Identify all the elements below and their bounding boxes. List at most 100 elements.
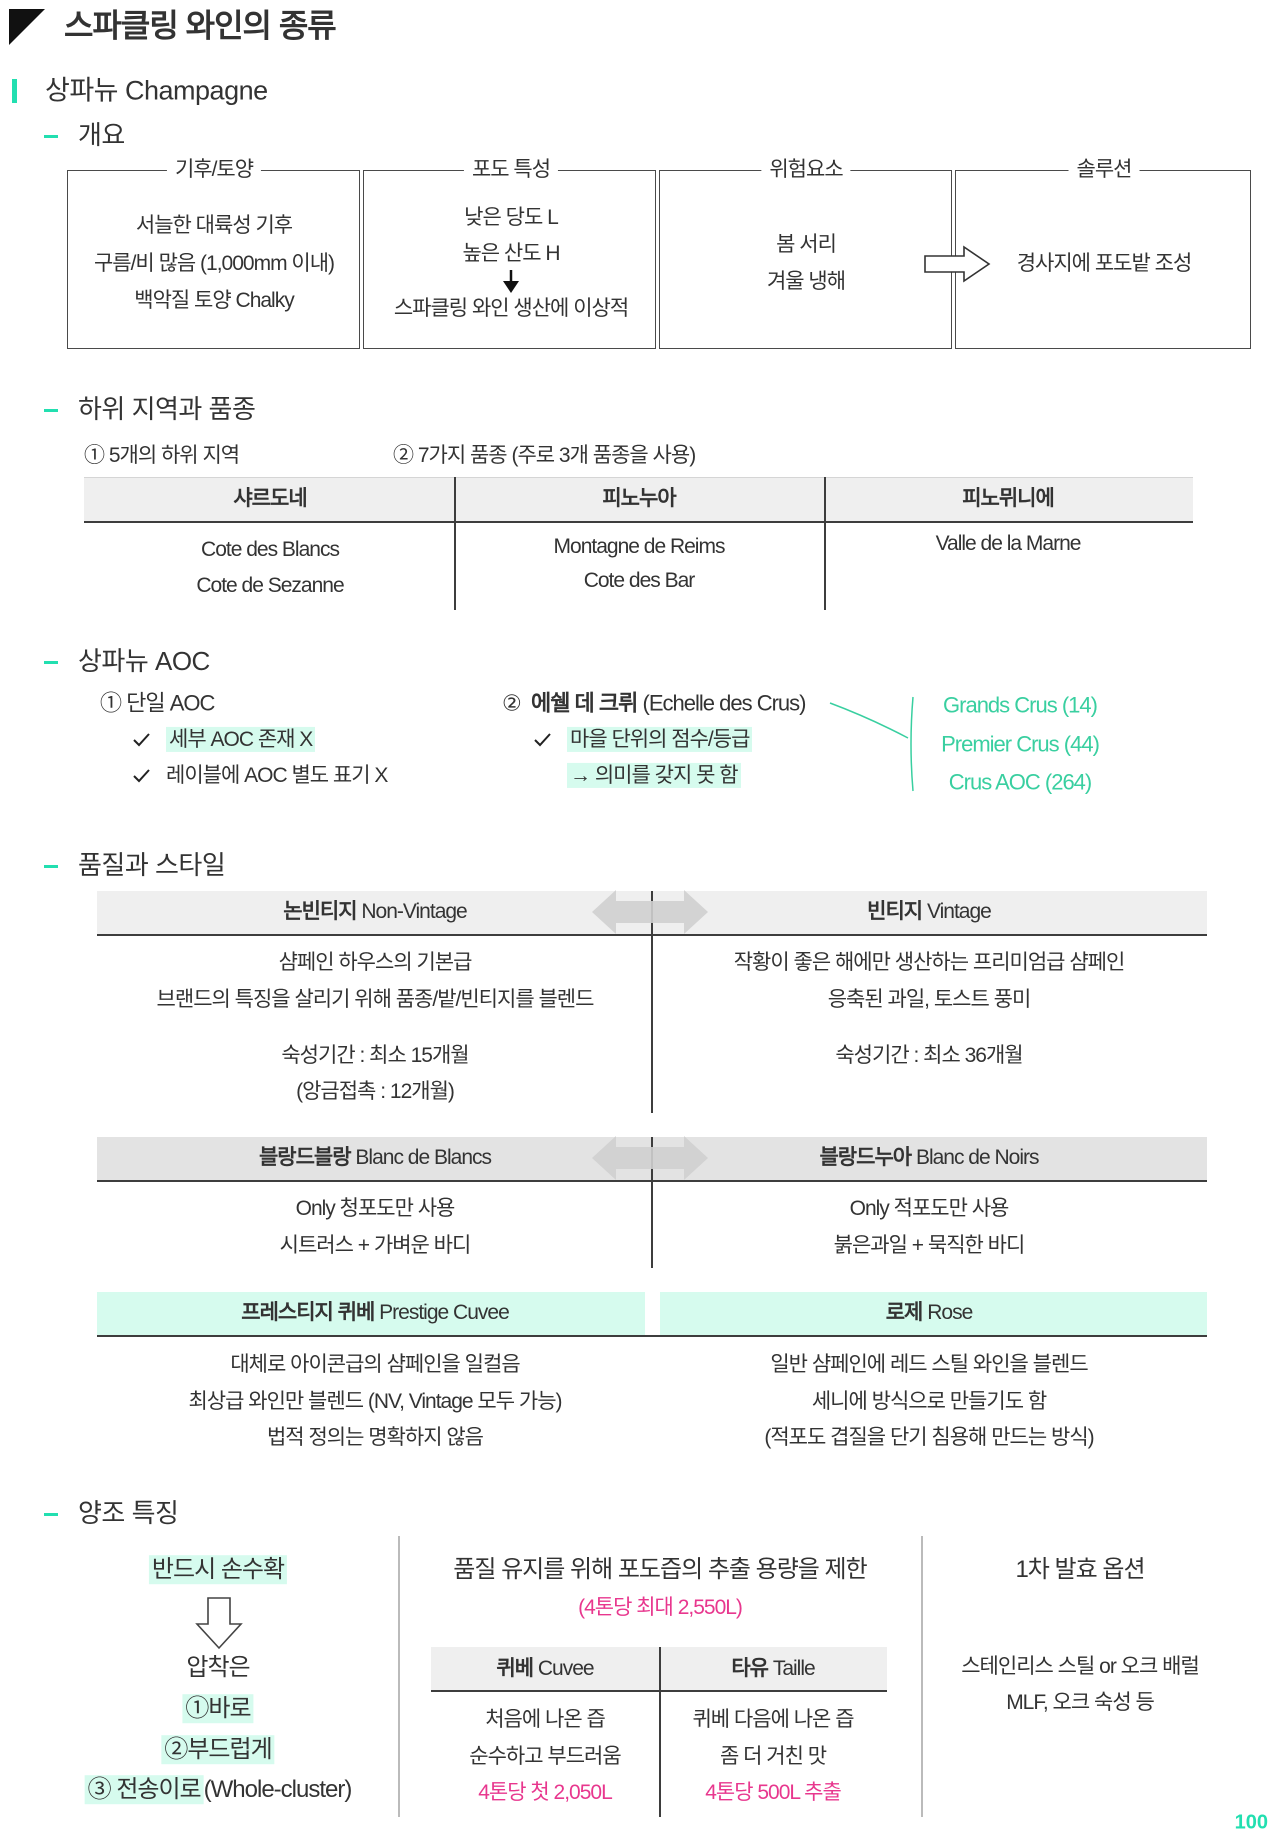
arrow-down-outline-icon — [195, 1597, 243, 1650]
style-line: 숙성기간 : 최소 15개월 — [281, 1043, 469, 1067]
heading-dash — [44, 1513, 58, 1516]
heading-dash — [44, 135, 58, 138]
region-cell: Cote des Blancs — [201, 537, 340, 561]
title-ko: 블랑드누아 — [819, 1145, 912, 1169]
title-ko: 타유 — [731, 1656, 769, 1680]
press-cell: 순수하고 부드러움 — [469, 1744, 621, 1768]
crus-premier: Premier Crus (44) — [941, 731, 1100, 757]
arrow-down-icon — [503, 270, 519, 293]
highlight-text: ①바로 — [182, 1694, 254, 1724]
region-cell: Montagne de Reims — [553, 534, 726, 558]
style-line: 최상급 와인만 블렌드 (NV, Vintage 모두 가능) — [188, 1389, 562, 1413]
fermentation-line: 스테인리스 스틸 or 오크 배럴 — [961, 1654, 1200, 1678]
variety-header-pinot-noir: 피노누아 — [602, 486, 676, 510]
press-step: ②부드럽게 — [161, 1735, 275, 1765]
overview-label-climate: 기후/토양 — [166, 157, 262, 183]
step3-en: (Whole-cluster) — [203, 1776, 353, 1804]
overview-box-risk — [659, 170, 952, 349]
press-header-taille: 타유 Taille — [731, 1656, 815, 1681]
crus-grands: Grands Crus (14) — [943, 692, 1098, 718]
production-heading: 양조 특징 — [78, 1498, 179, 1529]
column-divider — [921, 1536, 923, 1817]
title-ko: 블랑드블랑 — [258, 1145, 352, 1169]
table-rule — [84, 521, 1193, 523]
variety-header-chardonnay: 샤르도네 — [233, 486, 307, 510]
table-divider — [651, 1137, 653, 1268]
highlight-text: 세부 AOC 존재 X — [166, 726, 316, 752]
heading-dash — [44, 661, 58, 664]
aoc-echelle-item: → 의미를 갖지 못 함 — [567, 762, 741, 788]
quality-heading: 품질과 스타일 — [78, 850, 226, 881]
style-header-blanc-de-blancs: 블랑드블랑 Blanc de Blancs — [258, 1145, 492, 1170]
style-line: 붉은과일 + 묵직한 바디 — [833, 1233, 1026, 1257]
aoc-echelle-title: ② 에쉘 데 크뤼 (Echelle des Crus) — [502, 690, 806, 716]
table-divider — [454, 477, 456, 610]
press-volume: 4톤당 500L 추출 — [705, 1780, 842, 1804]
title-ko: 퀴베 — [496, 1656, 534, 1680]
title-en: Prestige Cuvee — [379, 1300, 510, 1324]
aoc-echelle-item: 마을 단위의 점수/등급 — [567, 726, 753, 752]
echelle-number: ② — [502, 690, 522, 716]
aoc-single-title: ① 단일 AOC — [100, 690, 215, 716]
highlight-text: 반드시 손수확 — [148, 1555, 288, 1585]
page-number: 100 — [1234, 1811, 1268, 1834]
table-divider — [651, 891, 653, 1113]
variety-table-header — [84, 477, 1193, 522]
crus-bracket — [829, 696, 914, 792]
highlight-text: → 의미를 갖지 못 함 — [567, 762, 741, 788]
press-cell: 퀴베 다음에 나온 즙 — [692, 1707, 854, 1731]
style-line: 대체로 아이콘급의 샴페인을 일컬음 — [230, 1352, 520, 1376]
aoc-single-item: 세부 AOC 존재 X — [166, 726, 316, 752]
page-title: 스파클링 와인의 종류 — [64, 7, 337, 44]
style-header-blanc-de-noirs: 블랑드누아 Blanc de Noirs — [819, 1145, 1039, 1170]
heading-dash — [44, 409, 58, 412]
style-line: Only 청포도만 사용 — [295, 1196, 456, 1220]
region-cell: Valle de la Marne — [935, 531, 1082, 555]
press-cell: 처음에 나온 즙 — [485, 1707, 606, 1731]
style-header-nonvintage: 논빈티지 Non-Vintage — [283, 899, 468, 924]
press-step: ③ 전송이로(Whole-cluster) — [84, 1775, 353, 1805]
overview-label-risk: 위험요소 — [761, 157, 851, 183]
title-en: Vintage — [926, 899, 992, 923]
overview-heading: 개요 — [78, 120, 125, 151]
title-en: Non-Vintage — [361, 899, 467, 923]
style-line: (적포도 겹질을 단기 침용해 만드는 방식) — [764, 1425, 1094, 1449]
section-marker — [12, 79, 17, 103]
table-rule — [97, 1335, 1207, 1337]
note-regions: ① 5개의 하위 지역 — [84, 443, 240, 467]
style-header-vintage: 빈티지 Vintage — [867, 899, 992, 924]
check-icon — [133, 769, 150, 783]
highlight-text: ②부드럽게 — [161, 1735, 275, 1765]
style-line: 응축된 과일, 토스트 풍미 — [827, 987, 1032, 1011]
check-icon — [133, 733, 150, 747]
crus-aoc: Crus AOC (264) — [948, 769, 1092, 795]
title-en: Cuvee — [537, 1656, 595, 1680]
echelle-title-ko: 에쉘 데 크뤼 — [530, 690, 638, 716]
style-line: 세니에 방식으로 만들기도 함 — [811, 1389, 1047, 1413]
solution-line: 경사지에 포도밭 조성 — [1016, 251, 1193, 275]
overview-label-grape: 포도 특성 — [463, 157, 559, 183]
subregions-heading: 하위 지역과 품종 — [78, 394, 256, 425]
region-cell: Cote des Bar — [583, 568, 696, 592]
press-step: ①바로 — [182, 1694, 254, 1724]
variety-header-pinot-meunier: 피노뮈니에 — [962, 486, 1055, 510]
fermentation-title: 1차 발효 옵션 — [1015, 1556, 1145, 1584]
region-cell: Cote de Sezanne — [196, 573, 344, 597]
title-ko: 빈티지 — [867, 899, 923, 923]
risk-line: 겨울 냉해 — [766, 269, 846, 293]
title-en: Rose — [927, 1300, 973, 1324]
press-label: 압착은 — [186, 1654, 250, 1682]
table-divider — [659, 1647, 661, 1817]
style-line: 시트러스 + 가벼운 바디 — [279, 1233, 472, 1257]
title-ko: 논빈티지 — [283, 899, 357, 923]
style-line: 샴페인 하우스의 기본급 — [278, 950, 473, 974]
grape-line: 높은 산도 H — [462, 241, 560, 265]
note-varieties: ② 7가지 품종 (주로 3개 품종을 사용) — [393, 443, 696, 467]
risk-line: 봄 서리 — [776, 232, 837, 256]
highlight-text: 마을 단위의 점수/등급 — [567, 726, 753, 752]
heading-dash — [44, 865, 58, 868]
style-line: Only 적포도만 사용 — [849, 1196, 1010, 1220]
section-title: 상파뉴 Champagne — [45, 75, 268, 106]
grape-line: 스파클링 와인 생산에 이상적 — [393, 296, 629, 320]
highlight-text: ③ 전송이로 — [84, 1775, 204, 1805]
